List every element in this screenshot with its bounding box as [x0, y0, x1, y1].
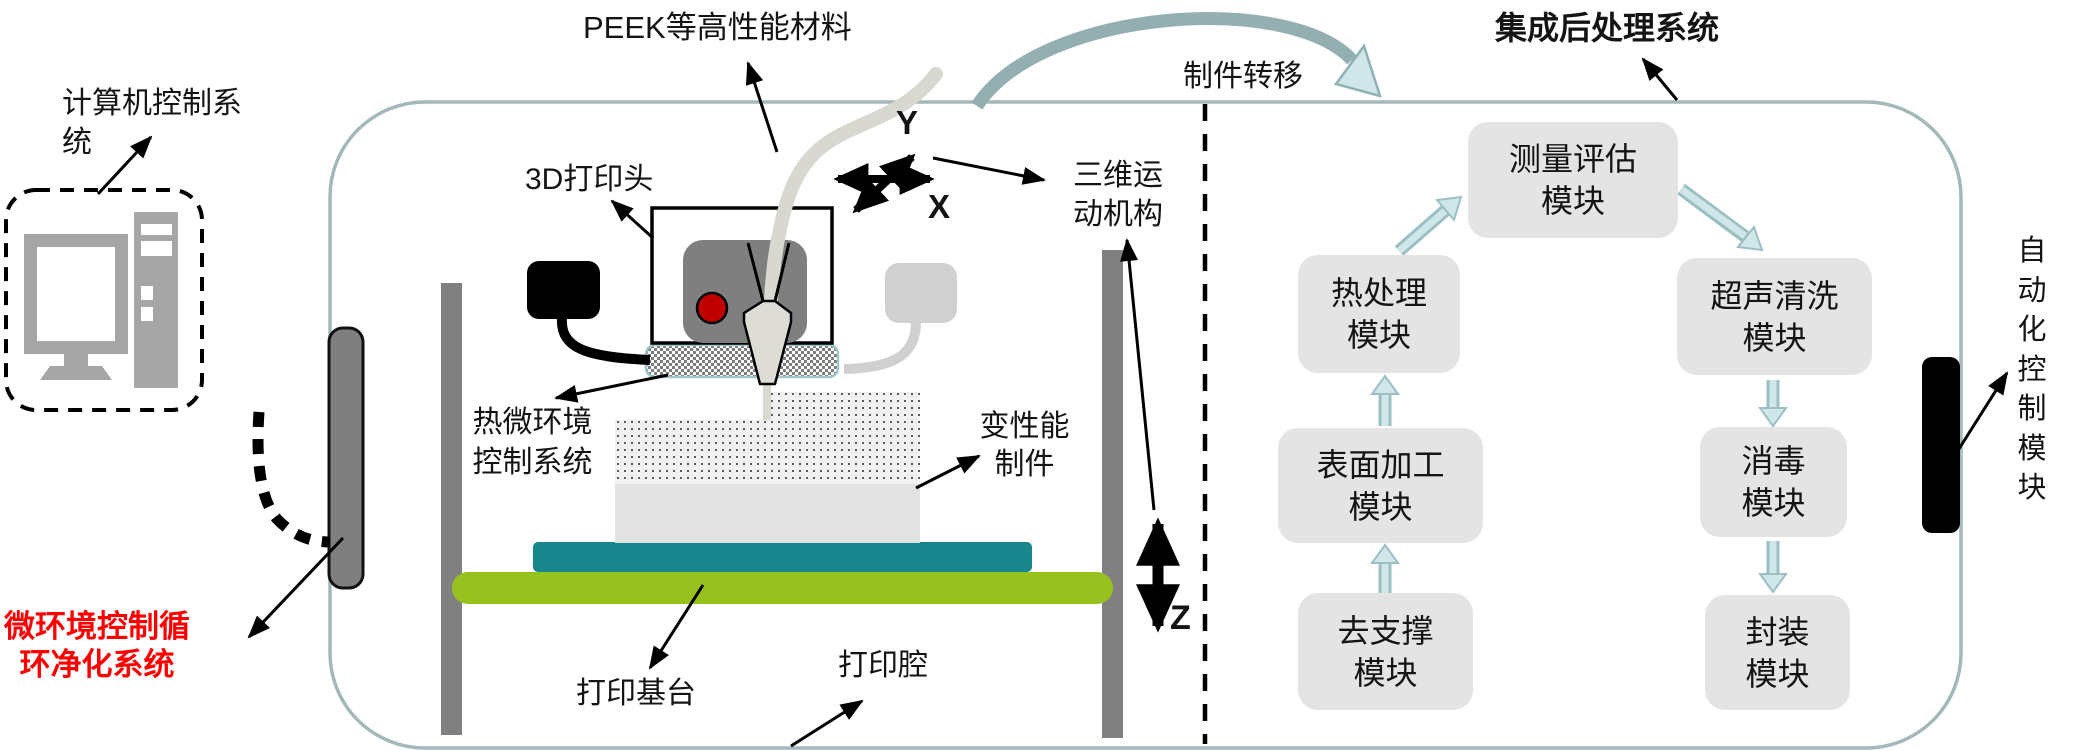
axis-z-label: Z [1170, 599, 1191, 637]
left-black-box [527, 261, 600, 319]
module-box-support: 去支撑 模块 [1298, 593, 1473, 710]
purifier-wall-bar [327, 326, 365, 590]
print-base-bar [452, 572, 1113, 604]
peek-material-label: PEEK等高性能材料 [583, 10, 852, 45]
left-pillar [441, 283, 462, 735]
flow-arrows [1370, 183, 1788, 596]
print-chamber-label: 打印腔 [838, 649, 928, 682]
computer-system-label: 计算机控制系统 [62, 87, 242, 159]
module-box-measure: 测量评估 模块 [1468, 122, 1678, 238]
printhead-indicator-dot [695, 291, 729, 325]
axis-y-label: Y [896, 104, 919, 141]
automation-wall-bar [1922, 357, 1960, 533]
printhead-label: 3D打印头 [525, 163, 654, 196]
nozzle-funnel [742, 242, 793, 420]
printed-part [615, 392, 920, 543]
thermal-bed-checkered-bar [644, 343, 840, 379]
module-box-surface: 表面加工 模块 [1278, 428, 1483, 543]
module-box-ultrasonic: 超声清洗 模块 [1677, 258, 1872, 375]
transfer-arc-arrow [971, 12, 1382, 110]
computer-link-dashed-line [252, 411, 331, 548]
filament-tube [764, 67, 943, 307]
module-box-disinfect: 消毒 模块 [1700, 427, 1847, 537]
purifier-system-label: 微环境控制循 环净化系统 [4, 609, 190, 682]
module-box-package: 封装 模块 [1705, 595, 1850, 710]
axis-x-label: X [928, 188, 951, 225]
automation-module-label: 自 动 化 控 制 模 块 [2017, 235, 2047, 504]
right-cable [843, 321, 921, 374]
left-cable [556, 317, 651, 365]
print-base-label: 打印基台 [576, 677, 696, 710]
right-gray-box [885, 263, 957, 323]
thermal-env-label: 热微环境 控制系统 [472, 406, 593, 479]
annotation-arrows [96, 57, 2009, 748]
xy-axes-icon [833, 153, 935, 214]
transfer-label: 制件转移 [1183, 60, 1303, 93]
right-pillar [1102, 250, 1123, 738]
post-processing-title: 集成后处理系统 [1495, 10, 1720, 46]
motion-mechanism-label: 三维运 动机构 [1073, 159, 1163, 231]
part-label: 变性能 制件 [979, 410, 1070, 481]
platform-teal-bar [533, 542, 1032, 572]
module-box-heat: 热处理 模块 [1298, 255, 1460, 373]
computer-icon [24, 212, 178, 388]
